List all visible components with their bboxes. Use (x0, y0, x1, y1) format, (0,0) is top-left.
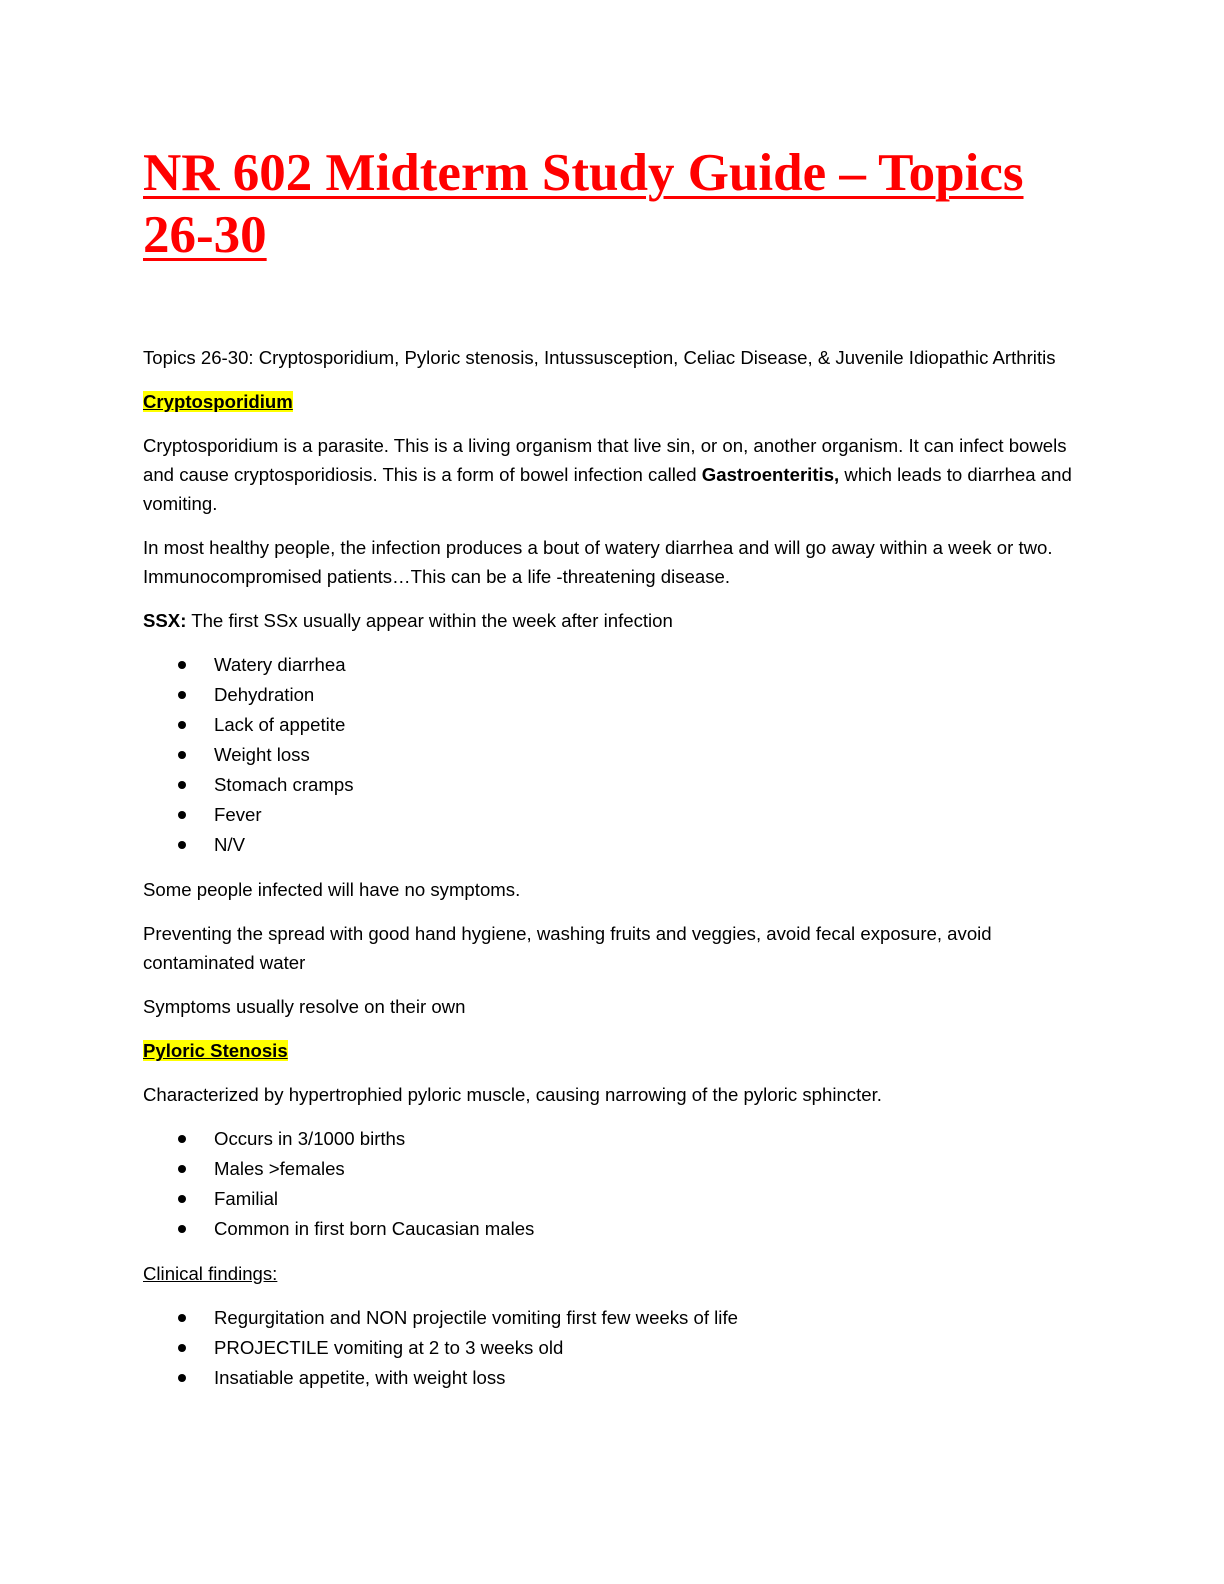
cryptosporidium-course: In most healthy people, the infection pr… (143, 537, 1053, 587)
list-item-text: Regurgitation and NON projectile vomitin… (214, 1307, 738, 1328)
bullet-icon (178, 1344, 186, 1352)
list-item-text: Common in first born Caucasian males (214, 1218, 535, 1239)
definition-text: Cryptosporidium is a parasite. This is a… (143, 435, 1067, 485)
pyloric-stenosis-heading: Pyloric Stenosis (143, 1036, 1083, 1065)
list-item: Common in first born Caucasian males (143, 1214, 1083, 1244)
clinical-findings-heading: Clinical findings: (143, 1263, 278, 1284)
bullet-icon (178, 661, 186, 669)
pyloric-stenosis-heading-text: Pyloric Stenosis (143, 1040, 288, 1061)
list-item: Familial (143, 1184, 1083, 1214)
list-item-text: Dehydration (214, 684, 315, 705)
bullet-icon (178, 1165, 186, 1173)
bullet-icon (178, 1225, 186, 1233)
bullet-icon (178, 721, 186, 729)
list-item: Regurgitation and NON projectile vomitin… (143, 1303, 1083, 1333)
list-item: N/V (143, 830, 1083, 860)
ssx-paragraph: SSX: The first SSx usually appear within… (143, 606, 1083, 635)
list-item: Weight loss (143, 740, 1083, 770)
list-item: Dehydration (143, 680, 1083, 710)
bullet-icon (178, 841, 186, 849)
list-item-text: Fever (214, 804, 262, 825)
list-item-text: Males >females (214, 1158, 345, 1179)
list-item-text: Watery diarrhea (214, 654, 346, 675)
bullet-icon (178, 1374, 186, 1382)
pyloric-facts-list: Occurs in 3/1000 births Males >females F… (143, 1124, 1083, 1244)
bullet-icon (178, 781, 186, 789)
bullet-icon (178, 1314, 186, 1322)
list-item-text: Weight loss (214, 744, 310, 765)
list-item: PROJECTILE vomiting at 2 to 3 weeks old (143, 1333, 1083, 1363)
list-item-text: PROJECTILE vomiting at 2 to 3 weeks old (214, 1337, 564, 1358)
list-item-text: Familial (214, 1188, 279, 1209)
cryptosporidium-definition: Cryptosporidium is a parasite. This is a… (143, 431, 1083, 518)
document-body: Topics 26-30: Cryptosporidium, Pyloric s… (143, 343, 1083, 1408)
resolve-paragraph: Symptoms usually resolve on their own (143, 996, 466, 1017)
list-item-text: Insatiable appetite, with weight loss (214, 1367, 506, 1388)
list-item: Stomach cramps (143, 770, 1083, 800)
list-item: Fever (143, 800, 1083, 830)
prevention-paragraph: Preventing the spread with good hand hyg… (143, 923, 992, 973)
bullet-icon (178, 1195, 186, 1203)
list-item: Occurs in 3/1000 births (143, 1124, 1083, 1154)
cryptosporidium-heading-text: Cryptosporidium (143, 391, 293, 412)
pyloric-description: Characterized by hypertrophied pyloric m… (143, 1084, 882, 1105)
bullet-icon (178, 751, 186, 759)
document-title: NR 602 Midterm Study Guide – Topics 26-3… (143, 144, 1024, 264)
clinical-findings-list: Regurgitation and NON projectile vomitin… (143, 1303, 1083, 1393)
gastroenteritis-term: Gastroenteritis, (701, 464, 840, 485)
list-item: Males >females (143, 1154, 1083, 1184)
list-item-text: Occurs in 3/1000 births (214, 1128, 406, 1149)
list-item-text: Stomach cramps (214, 774, 354, 795)
ssx-text: The first SSx usually appear within the … (186, 610, 673, 631)
list-item-text: Lack of appetite (214, 714, 346, 735)
list-item: Insatiable appetite, with weight loss (143, 1363, 1083, 1393)
list-item: Lack of appetite (143, 710, 1083, 740)
symptoms-list: Watery diarrhea Dehydration Lack of appe… (143, 650, 1083, 860)
ssx-label: SSX: (143, 610, 187, 631)
bullet-icon (178, 691, 186, 699)
list-item: Watery diarrhea (143, 650, 1083, 680)
cryptosporidium-heading: Cryptosporidium (143, 387, 1083, 416)
intro-paragraph: Topics 26-30: Cryptosporidium, Pyloric s… (143, 347, 1056, 368)
bullet-icon (178, 1135, 186, 1143)
list-item-text: N/V (214, 834, 245, 855)
bullet-icon (178, 811, 186, 819)
definition-text-end: which leads to diarrhea and vomiting. (143, 464, 1072, 514)
no-symptoms-note: Some people infected will have no sympto… (143, 879, 521, 900)
